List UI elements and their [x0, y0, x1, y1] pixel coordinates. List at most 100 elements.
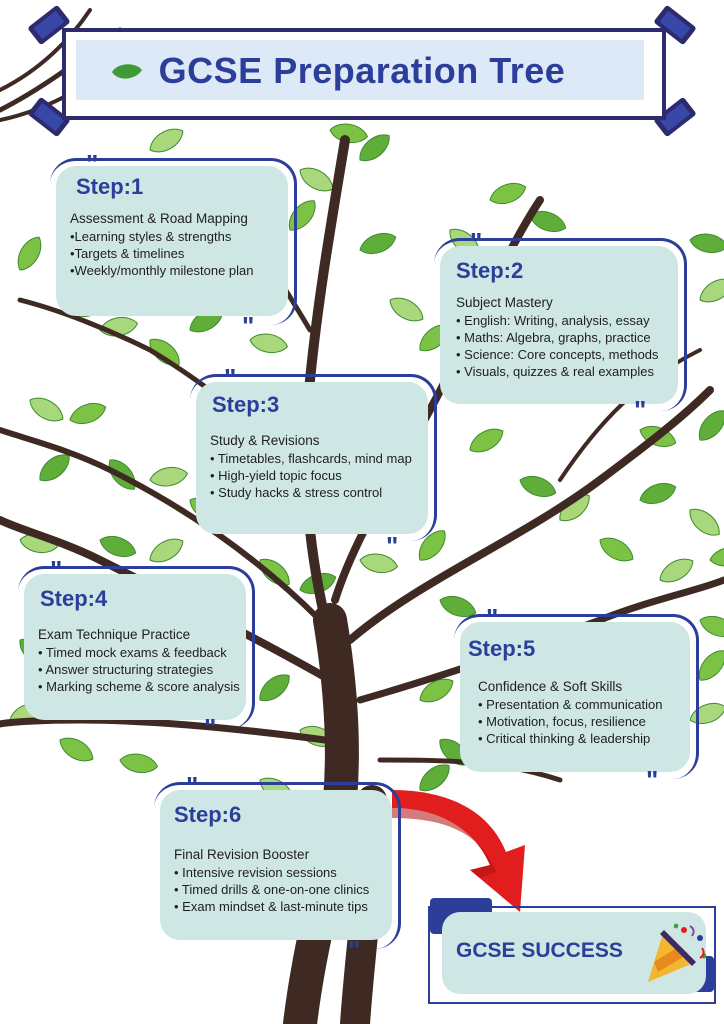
step-heading: Study & Revisions	[210, 433, 320, 448]
quote-icon: "	[348, 935, 361, 965]
leaf-icon	[69, 402, 107, 425]
leaf-icon	[359, 553, 399, 574]
quote-icon: "	[50, 555, 63, 585]
leaf-icon	[599, 537, 634, 562]
leaf-icon	[418, 530, 446, 561]
leaf-icon	[259, 674, 290, 702]
leaf-icon	[119, 753, 159, 774]
leaf-icon	[249, 333, 289, 354]
quote-icon: "	[86, 149, 99, 179]
quote-icon: "	[204, 713, 217, 743]
step-heading: Assessment & Road Mapping	[70, 211, 248, 226]
quote-icon: "	[224, 363, 237, 393]
quote-icon: "	[242, 311, 255, 341]
step-2-card: Step:2 Subject Mastery • English: Writin…	[434, 238, 687, 411]
leaf-icon	[709, 546, 724, 567]
leaf-icon	[149, 128, 184, 153]
step-title: Step:5	[468, 636, 536, 661]
quote-icon: "	[186, 771, 199, 801]
list-item: •Weekly/monthly milestone plan	[70, 263, 254, 278]
step-heading: Exam Technique Practice	[38, 627, 191, 642]
step-title: Step:2	[456, 258, 524, 283]
leaf-icon	[699, 615, 724, 638]
quote-icon: "	[646, 765, 659, 795]
step-title: Step:4	[40, 586, 108, 611]
leaf-icon	[29, 397, 64, 422]
leaf-icon	[439, 595, 477, 618]
list-item: • Marking scheme & score analysis	[38, 679, 240, 694]
list-item: • Science: Core concepts, methods	[456, 347, 659, 362]
arrow-icon	[392, 790, 525, 912]
leaf-icon	[288, 200, 316, 231]
list-item: • High-yield topic focus	[210, 468, 342, 483]
leaf-icon	[149, 466, 189, 487]
title-banner: GCSE Preparation Tree	[62, 28, 666, 120]
step-heading: Final Revision Booster	[174, 847, 310, 862]
step-list: • Intensive revision sessions • Timed dr…	[174, 864, 390, 915]
success-label: GCSE SUCCESS	[456, 939, 623, 962]
quote-icon: "	[634, 395, 647, 425]
quote-icon: "	[486, 603, 499, 633]
list-item: • Maths: Algebra, graphs, practice	[456, 330, 651, 345]
leaf-icon	[17, 236, 42, 271]
leaf-icon	[59, 737, 94, 762]
leaf-icon	[639, 482, 677, 505]
leaf-icon	[99, 535, 137, 558]
leaf-icon	[419, 764, 450, 792]
leaf-icon	[699, 278, 724, 303]
leaf-icon	[299, 167, 334, 192]
leaf-icon	[112, 64, 142, 79]
leaf-icon	[149, 538, 184, 563]
poster-title: GCSE Preparation Tree	[158, 50, 566, 91]
step-list: • Timetables, flashcards, mind map • Hig…	[210, 450, 424, 501]
list-item: • Timed drills & one-on-one clinics	[174, 882, 370, 897]
list-item: • Visuals, quizzes & real examples	[456, 364, 654, 379]
step-title: Step:6	[174, 802, 242, 827]
list-item: • Presentation & communication	[478, 697, 663, 712]
leaf-icon	[359, 232, 397, 255]
leaf-icon	[698, 410, 724, 441]
leaf-icon	[659, 558, 694, 583]
quote-icon: "	[386, 531, 399, 561]
leaf-icon	[698, 650, 724, 681]
step-title: Step:1	[76, 174, 144, 199]
step-list: • Timed mock exams & feedback • Answer s…	[38, 644, 244, 695]
leaf-icon	[529, 210, 567, 233]
leaf-icon	[389, 297, 424, 322]
list-item: • Critical thinking & leadership	[478, 731, 651, 746]
step-title: Step:3	[212, 392, 280, 417]
leaf-icon	[489, 182, 527, 205]
party-popper-icon	[648, 923, 707, 982]
list-item: • Timetables, flashcards, mind map	[210, 451, 412, 466]
list-item: •Targets & timelines	[70, 246, 185, 261]
leaves	[9, 123, 724, 802]
gcse-success-badge: GCSE SUCCESS	[428, 884, 718, 1004]
leaf-icon	[689, 702, 724, 725]
list-item: • Intensive revision sessions	[174, 865, 337, 880]
list-item: • Study hacks & stress control	[210, 485, 383, 500]
leaf-icon	[259, 558, 290, 586]
leaf-icon	[359, 134, 390, 162]
step-3-card: Step:3 Study & Revisions • Timetables, f…	[190, 374, 437, 541]
step-4-card: Step:4 Exam Technique Practice • Timed m…	[18, 566, 255, 729]
list-item: • Exam mindset & last-minute tips	[174, 899, 368, 914]
step-1-card: Step:1 Assessment & Road Mapping •Learni…	[50, 158, 297, 325]
step-list: • Presentation & communication • Motivat…	[478, 696, 688, 747]
list-item: • Motivation, focus, resilience	[478, 714, 646, 729]
leaf-icon	[519, 475, 557, 498]
step-5-card: Step:5 Confidence & Soft Skills • Presen…	[454, 614, 699, 779]
step-list: •Learning styles & strengths •Targets & …	[70, 228, 284, 279]
step-heading: Subject Mastery	[456, 295, 553, 310]
leaf-icon	[689, 508, 720, 536]
list-item: • Timed mock exams & feedback	[38, 645, 227, 660]
step-heading: Confidence & Soft Skills	[478, 679, 623, 694]
leaf-icon	[329, 123, 369, 144]
list-item: • Answer structuring strategies	[38, 662, 214, 677]
quote-icon: "	[470, 227, 483, 257]
step-list: • English: Writing, analysis, essay • Ma…	[456, 312, 678, 380]
list-item: •Learning styles & strengths	[70, 229, 232, 244]
leaf-icon	[689, 233, 724, 254]
step-6-card: Step:6 Final Revision Booster • Intensiv…	[154, 782, 401, 949]
leaf-icon	[419, 678, 454, 703]
leaf-icon	[469, 428, 504, 453]
